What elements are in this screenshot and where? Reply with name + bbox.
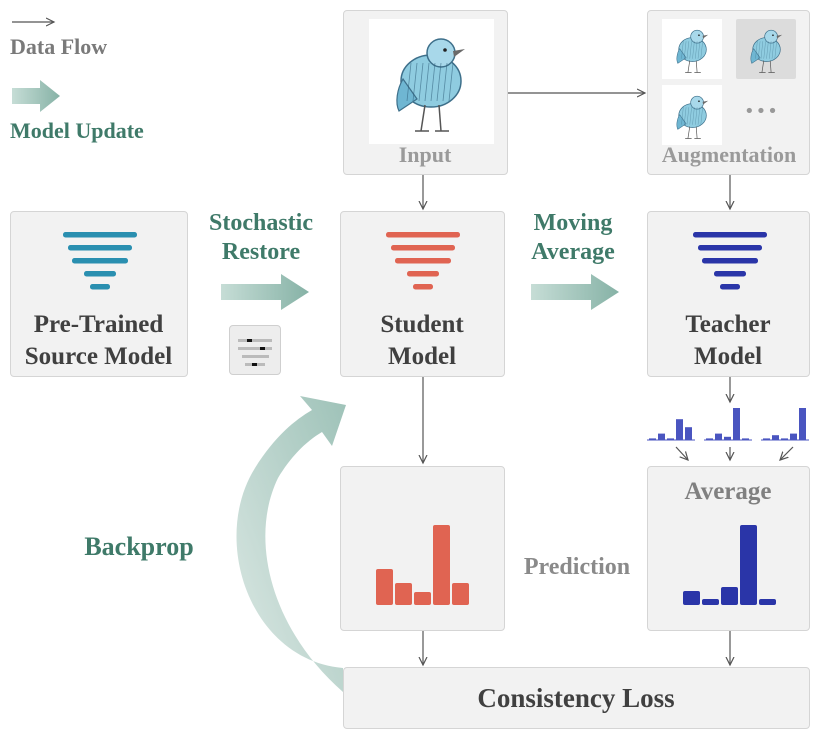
prediction-label: Prediction [523, 554, 631, 580]
model-icon-layer-5 [413, 284, 433, 290]
source-model-label-line2: Source Model [24, 343, 173, 370]
teacher-average-bar-4 [740, 525, 757, 605]
mini-hist-1-bar-4 [676, 419, 683, 440]
teacher-average-box: Average [647, 466, 810, 631]
model-icon-layer-3 [702, 258, 758, 264]
mini-hist-3-bar-3 [781, 438, 788, 440]
model-icon-layer-3 [395, 258, 451, 264]
teacher-average-histogram [683, 525, 776, 605]
source-model-box: Pre-Trained Source Model [10, 211, 188, 377]
stochastic-restore-label-line2: Restore [221, 239, 301, 265]
teacher-augmented-histograms [647, 408, 809, 441]
stochastic-restore-arrow [221, 274, 309, 310]
average-label: Average [684, 478, 772, 505]
teacher-average-bar-5 [759, 599, 776, 605]
consistency-loss-label: Consistency Loss [477, 683, 675, 713]
augmented-bird-image-2 [736, 19, 796, 79]
consistency-loss-box: Consistency Loss [343, 667, 810, 729]
model-icon-layer-1 [693, 232, 767, 238]
mini-hist-1-bar-5 [685, 427, 692, 440]
more-augmentations-ellipsis: ••• [744, 101, 779, 122]
model-icon-layer-4 [407, 271, 439, 277]
model-icon-layer-1 [63, 232, 137, 238]
student-model-label-line1: Student [380, 311, 464, 338]
source-model-icon [63, 232, 137, 290]
legend-data-flow-label: Data Flow [10, 34, 108, 59]
model-icon-layer-5 [720, 284, 740, 290]
student-prediction-bar-3 [414, 592, 431, 605]
student-prediction-box [340, 466, 505, 631]
mini-hist-2-bar-5 [742, 438, 749, 440]
model-icon-layer-2 [391, 245, 455, 251]
model-icon-layer-1 [386, 232, 460, 238]
moving-average-label-line2: Average [531, 239, 615, 265]
mini-hist-2-bar-4 [733, 408, 740, 440]
augmented-bird-image-1 [662, 19, 722, 79]
teacher-model-box: Teacher Model [647, 211, 810, 377]
mini-hist-1-bar-1 [649, 438, 656, 440]
student-prediction-bar-1 [376, 569, 393, 605]
hist1-to-average-arrow [675, 446, 688, 460]
mini-hist-3-bar-1 [763, 438, 770, 440]
teacher-average-bar-1 [683, 591, 700, 605]
model-icon-layer-5 [90, 284, 110, 290]
moving-average-arrow [531, 274, 619, 310]
legend-model-update-arrow [12, 80, 60, 112]
student-model-box: Student Model [340, 211, 505, 377]
backprop-label: Backprop [84, 532, 194, 561]
moving-average-label-line1: Moving [533, 210, 613, 236]
teacher-model-icon [693, 232, 767, 290]
bird-image [369, 19, 494, 144]
mini-hist-2-bar-1 [706, 438, 713, 440]
model-icon-layer-2 [68, 245, 132, 251]
stochastic-restore-label-line1: Stochastic [209, 210, 313, 236]
backprop-arrow [236, 396, 346, 692]
hist3-to-average-arrow [780, 446, 794, 460]
mini-hist-2-bar-3 [724, 436, 731, 440]
mini-hist-2-bar-2 [715, 433, 722, 440]
student-model-label-line2: Model [387, 343, 457, 370]
student-prediction-histogram [376, 525, 469, 605]
student-prediction-bar-5 [452, 583, 469, 605]
restore-mask-icon [229, 325, 281, 375]
legend-model-update-label: Model Update [10, 118, 144, 143]
augmented-bird-image-3 [662, 85, 722, 145]
source-model-label-line1: Pre-Trained [33, 311, 164, 338]
input-box: Input [343, 10, 508, 175]
teacher-model-label-line2: Model [693, 343, 763, 370]
mini-hist-3-bar-5 [799, 408, 806, 440]
mini-hist-1-bar-2 [658, 433, 665, 440]
augmentation-box: ••• Augmentation [647, 10, 810, 175]
student-model-icon [386, 232, 460, 290]
teacher-average-bar-3 [721, 587, 738, 605]
augmentation-label: Augmentation [661, 142, 797, 167]
mini-hist-1-bar-3 [667, 438, 674, 440]
model-icon-layer-3 [72, 258, 128, 264]
student-prediction-bar-2 [395, 583, 412, 605]
teacher-model-label-line1: Teacher [685, 311, 771, 338]
model-icon-layer-4 [84, 271, 116, 277]
student-prediction-bar-4 [433, 525, 450, 605]
input-label: Input [398, 142, 452, 167]
model-icon-layer-4 [714, 271, 746, 277]
mini-hist-3-bar-2 [772, 435, 779, 440]
teacher-average-bar-2 [702, 599, 719, 605]
model-icon-layer-2 [698, 245, 762, 251]
mini-hist-3-bar-4 [790, 433, 797, 440]
